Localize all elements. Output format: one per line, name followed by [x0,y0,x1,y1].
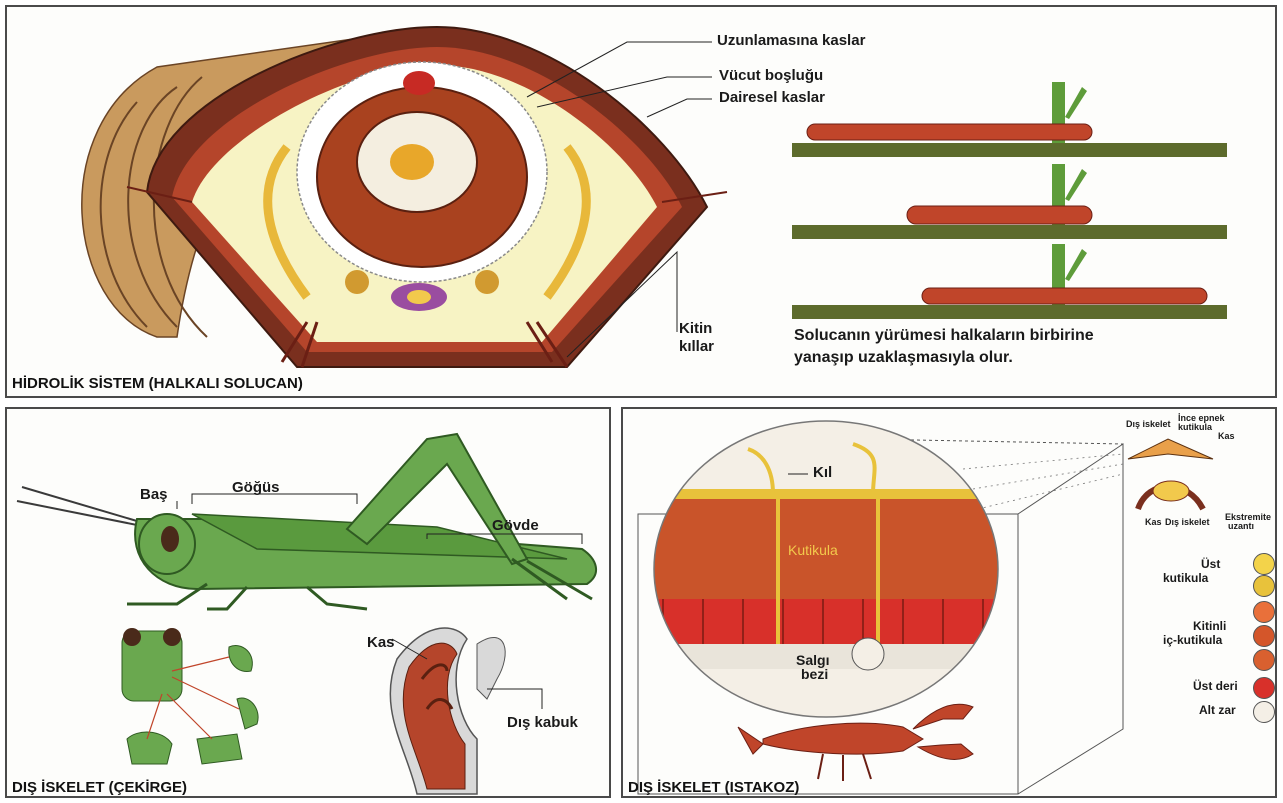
label-exo-top: Dış iskelet [1126,419,1171,429]
legend-1-line1: Üst [1201,557,1220,571]
grasshopper-parts [122,628,258,764]
legend-swatch-2a [1253,601,1275,623]
label-abdomen: Gövde [492,517,539,534]
legend-2-line2: iç-kutikula [1163,633,1222,647]
label-head: Baş [140,486,168,503]
hydraulic-panel: Uzunlamasına kaslar Vücut boşluğu Daires… [5,5,1277,398]
label-longitudinal-muscles: Uzunlamasına kaslar [717,32,865,49]
walk-text-line1: Solucanın yürümesi halkaların birbirine [794,327,1094,345]
exoskeleton-detail [390,628,542,794]
lobster-panel: Kıl Kutikula Salgı bezi Dış iskelet İnce… [621,407,1277,798]
label-ekstremite-2: uzantı [1228,521,1254,531]
label-muscle-bottom: Kas [1145,517,1162,527]
label-cuticle: Kutikula [788,542,838,558]
legend-2-line1: Kitinli [1193,619,1226,633]
label-muscle-top: Kas [1218,431,1235,441]
tissue-legend: Üst kutikula Kitinli iç-kutikula Üst der… [1153,549,1275,729]
walk-text-line2: yanaşıp uzaklaşmasıyla olur. [794,349,1013,367]
label-muscle: Kas [367,634,395,651]
legend-4-line1: Alt zar [1199,703,1236,717]
exo-diagram [1128,439,1213,509]
label-thorax: Göğüs [232,479,280,496]
label-chitin-line1: Kitin [679,320,712,337]
worm-walk-sequence [792,82,1227,319]
grasshopper-panel: Baş Göğüs Gövde Kas Dış kabuk DIŞ İSKELE… [5,407,611,798]
label-gland-line2: bezi [801,666,828,682]
label-chitin-line2: kıllar [679,338,714,355]
grasshopper-illustration [7,409,613,800]
legend-swatch-3 [1253,677,1275,699]
legend-3-line1: Üst deri [1193,679,1238,693]
legend-swatch-4 [1253,701,1275,723]
hydraulic-caption: HİDROLİK SİSTEM (HALKALI SOLUCAN) [12,375,303,392]
legend-1-line2: kutikula [1163,571,1208,585]
legend-swatch-1b [1253,575,1275,597]
label-body-cavity: Vücut boşluğu [719,67,823,84]
legend-swatch-2b [1253,625,1275,647]
lobster-drawing [738,704,973,781]
legend-swatch-2c [1253,649,1275,671]
label-exo-bottom: Dış iskelet [1165,517,1210,527]
label-outer-shell: Dış kabuk [507,714,578,731]
label-hair: Kıl [813,464,832,481]
label-circular-muscles: Dairesel kaslar [719,89,825,106]
legend-swatch-1a [1253,553,1275,575]
label-thin-cuticle-2: kutikula [1178,422,1212,432]
lobster-caption: DIŞ İSKELET (ISTAKOZ) [628,779,799,796]
grasshopper-caption: DIŞ İSKELET (ÇEKİRGE) [12,779,187,796]
